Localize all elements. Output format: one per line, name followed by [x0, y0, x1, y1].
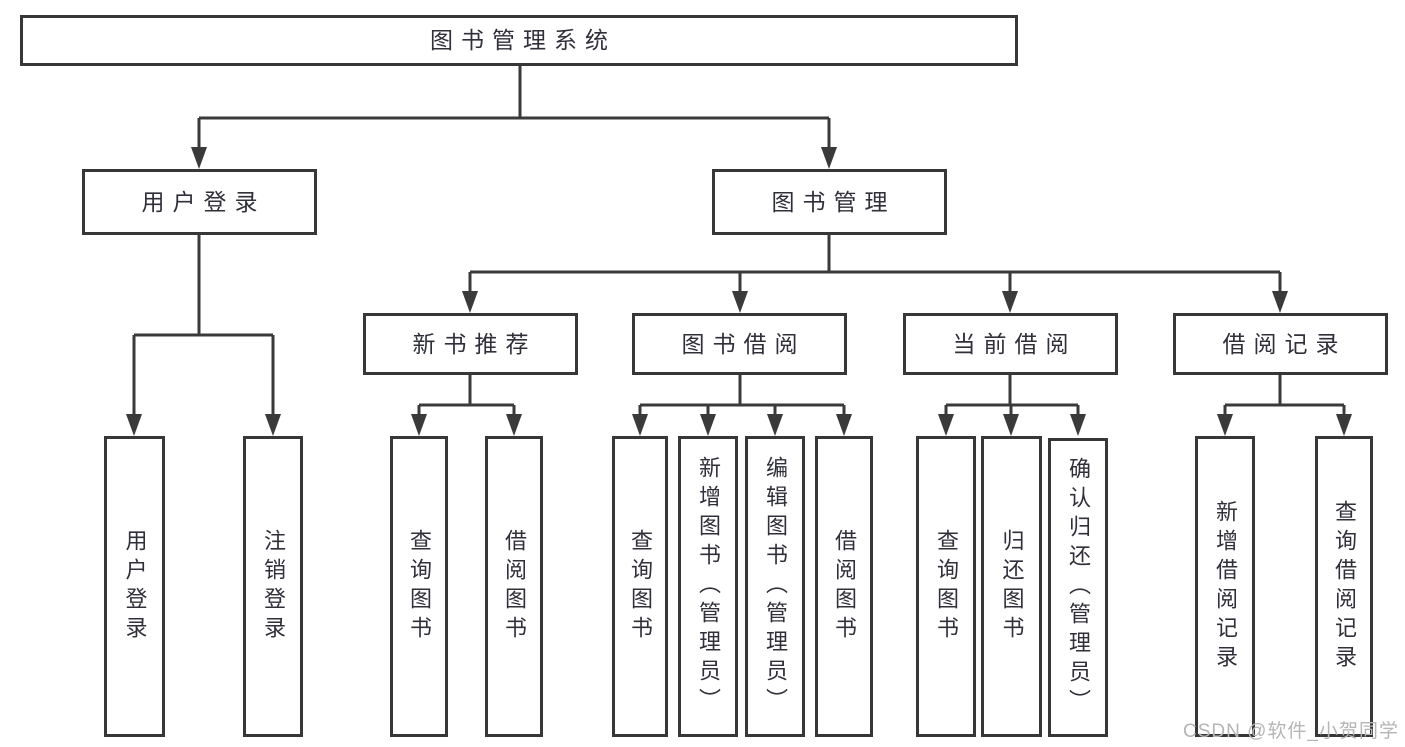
arrowhead-icon [767, 414, 783, 436]
leaf-borrow-add-books-admin: 新增图书（管理员） [678, 436, 738, 737]
node-current-borrow-label: 当前借阅 [952, 330, 1077, 357]
node-root: 图书管理系统 [20, 15, 1018, 66]
node-new-book-recommend: 新书推荐 [363, 313, 578, 375]
connector-new-book-recommend-children [411, 375, 522, 436]
watermark-text: CSDN @软件_小贺同学 [1183, 721, 1399, 742]
leaf-user-login: 用户登录 [104, 436, 165, 737]
arrowhead-icon [1336, 414, 1352, 436]
node-user-login: 用户登录 [82, 169, 317, 235]
arrowhead-icon [265, 414, 281, 436]
arrowhead-icon [1003, 414, 1019, 436]
node-new-book-recommend-label: 新书推荐 [412, 330, 537, 357]
arrowhead-icon [1217, 414, 1233, 436]
node-borrow-records: 借阅记录 [1173, 313, 1388, 375]
arrowhead-icon [700, 414, 716, 436]
leaf-current-return-books: 归还图书 [981, 436, 1042, 737]
arrowhead-icon [411, 414, 427, 436]
leaf-newbook-borrow-books: 借阅图书 [485, 436, 543, 737]
leaf-logout: 注销登录 [243, 436, 303, 737]
leaf-borrow-edit-books-admin: 编辑图书（管理员） [745, 436, 805, 737]
connector-user-login-children [126, 235, 281, 436]
arrowhead-icon [632, 414, 648, 436]
arrowhead-icon [191, 147, 207, 169]
arrowhead-icon [836, 414, 852, 436]
arrowhead-icon [821, 147, 837, 169]
node-current-borrow: 当前借阅 [903, 313, 1118, 375]
leaf-newbook-query-books: 查询图书 [390, 436, 448, 737]
node-user-login-label: 用户登录 [141, 188, 266, 215]
node-book-management: 图书管理 [712, 169, 947, 235]
arrowhead-icon [126, 414, 142, 436]
node-book-borrow-label: 图书借阅 [681, 330, 806, 357]
leaf-records-add-record: 新增借阅记录 [1195, 436, 1255, 737]
arrowhead-icon [1070, 414, 1086, 436]
connector-current-borrow-children [938, 375, 1086, 436]
connector-book-borrow-children [632, 375, 852, 436]
connector-book-management-children [462, 235, 1288, 313]
node-root-label: 图书管理系统 [430, 27, 616, 53]
arrowhead-icon [1272, 291, 1288, 313]
leaf-records-query-record: 查询借阅记录 [1315, 436, 1373, 737]
node-borrow-records-label: 借阅记录 [1222, 330, 1347, 357]
arrowhead-icon [732, 291, 748, 313]
leaf-current-query-books: 查询图书 [916, 436, 976, 737]
leaf-borrow-query-books: 查询图书 [612, 436, 668, 737]
connector-borrow-records-children [1217, 375, 1352, 436]
connector-root-to-level2 [191, 66, 837, 169]
leaf-borrow-borrow-books: 借阅图书 [815, 436, 873, 737]
arrowhead-icon [506, 414, 522, 436]
node-book-management-label: 图书管理 [771, 188, 896, 215]
leaf-current-confirm-return-admin: 确认归还（管理员） [1048, 438, 1108, 737]
arrowhead-icon [1002, 291, 1018, 313]
arrowhead-icon [462, 291, 478, 313]
arrowhead-icon [938, 414, 954, 436]
node-book-borrow: 图书借阅 [632, 313, 847, 375]
